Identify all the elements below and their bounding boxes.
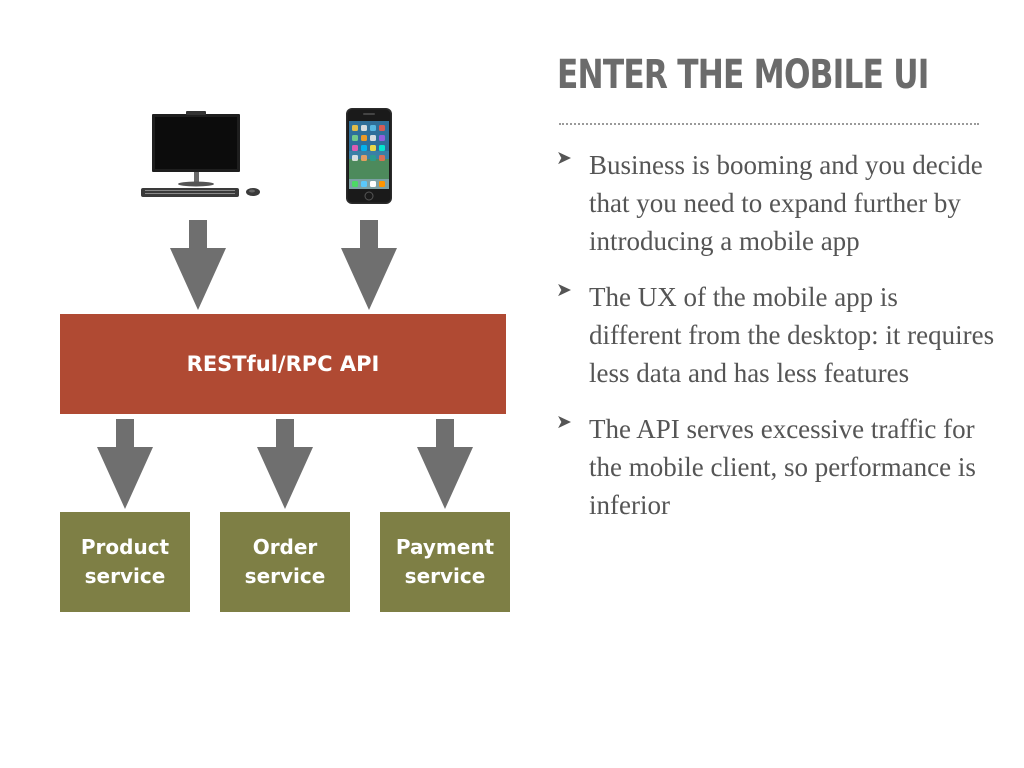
product-service-box: Product service xyxy=(60,512,190,612)
down-arrow-icon xyxy=(341,220,397,310)
down-arrow-icon xyxy=(257,419,313,509)
service-label: Order service xyxy=(244,535,326,588)
bullet-item: ➤ The API serves excessive traffic for t… xyxy=(556,410,996,524)
down-arrow-icon xyxy=(417,419,473,509)
title-divider xyxy=(559,123,979,125)
service-label: Product service xyxy=(80,535,170,588)
bullet-text: Business is booming and you decide that … xyxy=(589,150,983,256)
bullet-text: The API serves excessive traffic for the… xyxy=(589,414,976,520)
slide-title: ENTER THE MOBILE UI xyxy=(557,52,929,98)
bullet-arrow-icon: ➤ xyxy=(556,147,572,169)
service-label: Payment service xyxy=(395,535,495,588)
bullet-list: ➤ Business is booming and you decide tha… xyxy=(556,146,996,542)
bullet-arrow-icon: ➤ xyxy=(556,411,572,433)
desktop-computer-icon xyxy=(141,111,260,197)
bullet-item: ➤ The UX of the mobile app is different … xyxy=(556,278,996,392)
bullet-item: ➤ Business is booming and you decide tha… xyxy=(556,146,996,260)
api-box: RESTful/RPC API xyxy=(60,314,506,414)
down-arrow-icon xyxy=(170,220,226,310)
bullet-arrow-icon: ➤ xyxy=(556,279,572,301)
payment-service-box: Payment service xyxy=(380,512,510,612)
down-arrow-icon xyxy=(97,419,153,509)
api-label: RESTful/RPC API xyxy=(186,352,380,376)
smartphone-icon xyxy=(346,108,392,204)
bullet-text: The UX of the mobile app is different fr… xyxy=(589,282,995,388)
order-service-box: Order service xyxy=(220,512,350,612)
